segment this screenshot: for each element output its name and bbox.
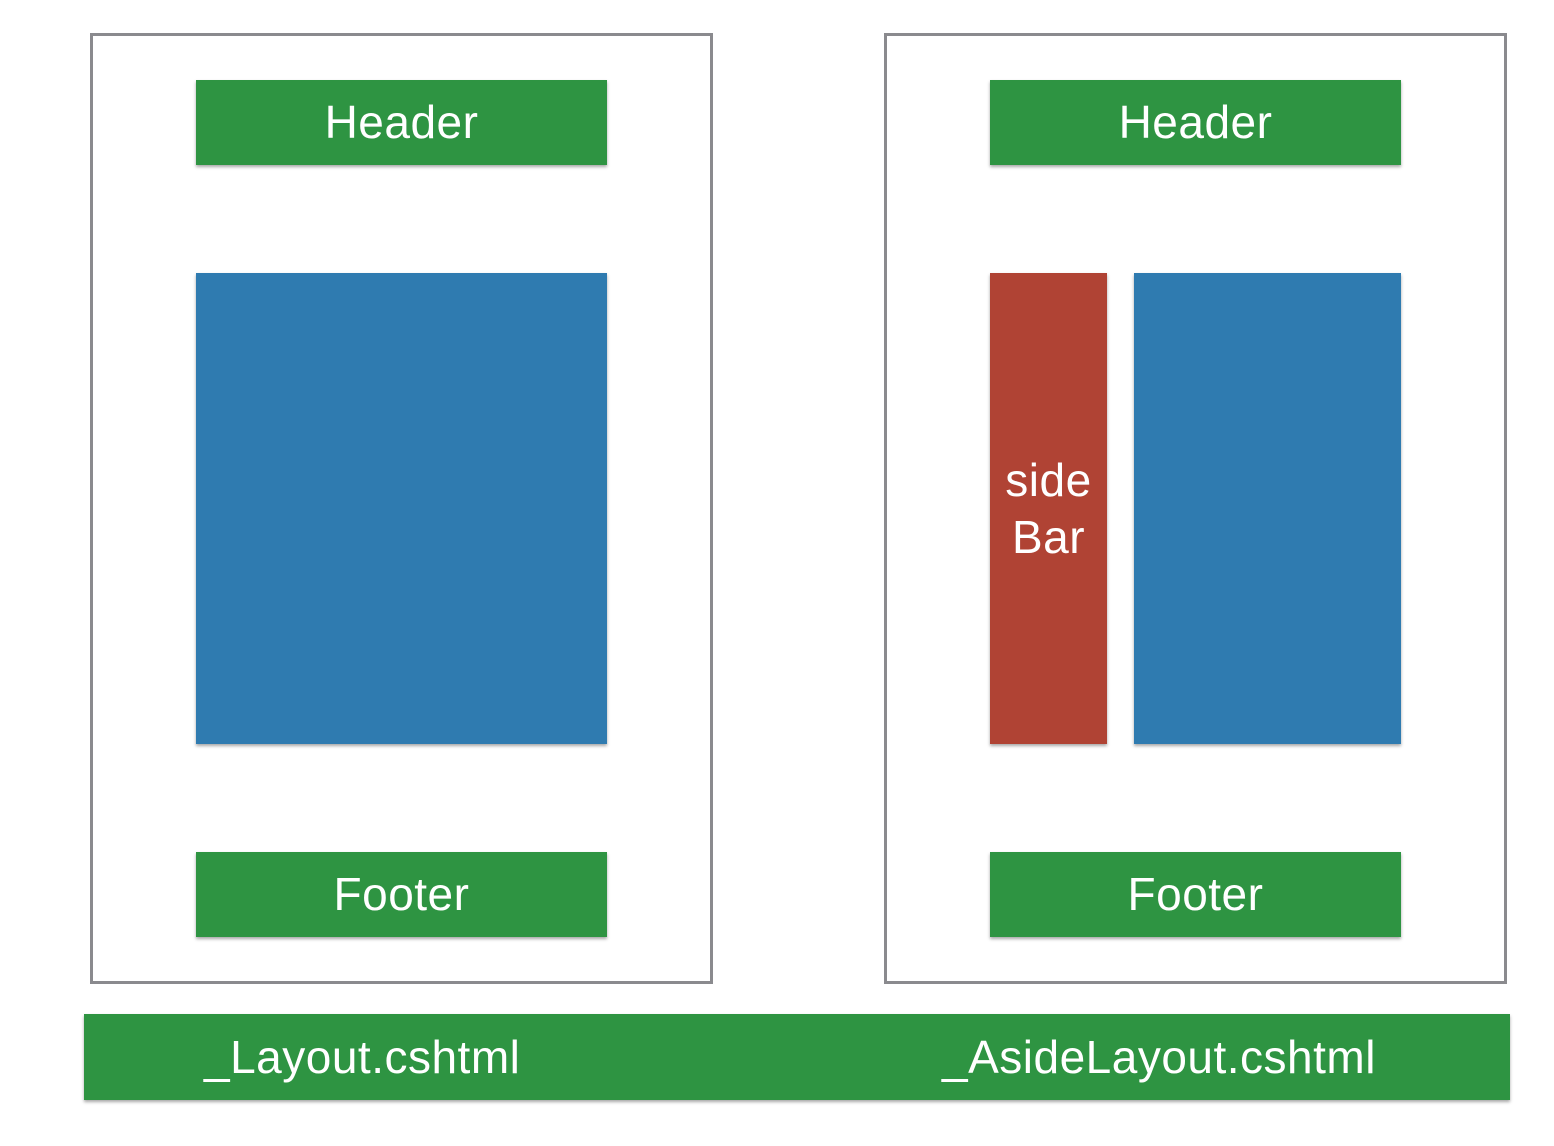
right-content-block — [1134, 273, 1401, 744]
right-footer-block: Footer — [990, 852, 1401, 937]
left-footer-label: Footer — [333, 868, 470, 921]
left-header-block: Header — [196, 80, 607, 165]
layout-file-label: _Layout.cshtml — [204, 1031, 521, 1083]
right-sidebar-label: side Bar — [1005, 454, 1092, 563]
aside-layout-file-label: _AsideLayout.cshtml — [942, 1031, 1376, 1083]
layout-names-bar: _Layout.cshtml _AsideLayout.cshtml — [84, 1014, 1510, 1100]
right-sidebar-block: side Bar — [990, 273, 1107, 744]
left-footer-block: Footer — [196, 852, 607, 937]
right-header-block: Header — [990, 80, 1401, 165]
left-header-label: Header — [324, 96, 479, 149]
left-content-block — [196, 273, 607, 744]
right-footer-label: Footer — [1127, 868, 1264, 921]
right-header-label: Header — [1118, 96, 1273, 149]
